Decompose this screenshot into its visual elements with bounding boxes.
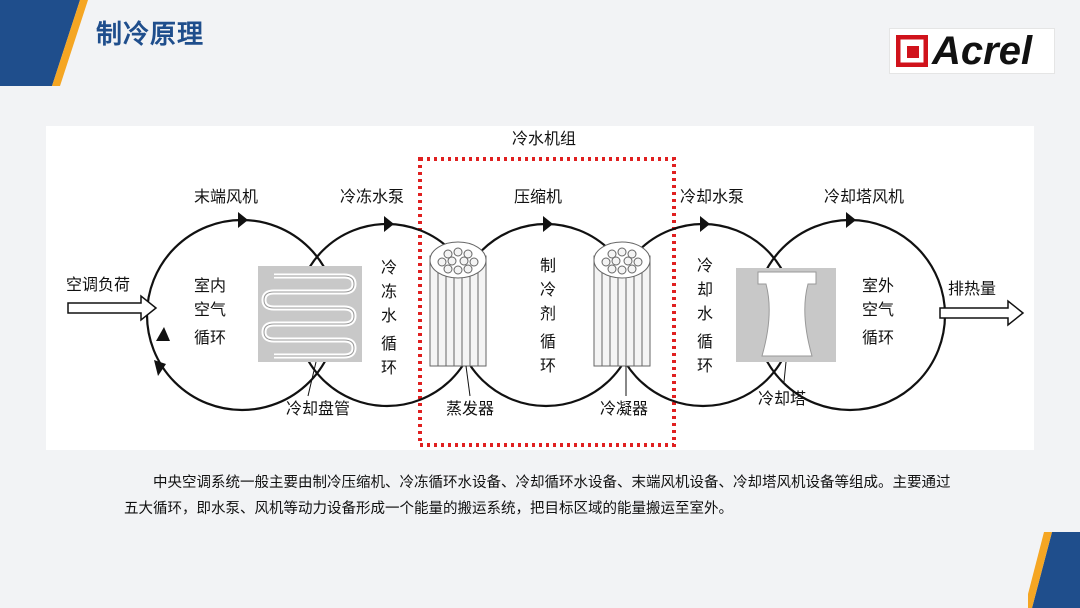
cooling-coil-label: 冷却盘管 xyxy=(286,399,351,418)
cooling-coil-box xyxy=(258,266,362,362)
condenser-bundle xyxy=(593,241,651,367)
outdoor-loop-label: 室外 空气 循环 xyxy=(862,276,895,347)
load-input-arrow xyxy=(67,294,158,322)
acrel-logo: Acrel xyxy=(890,29,1054,73)
indoor-loop-label: 室内 空气 循环 xyxy=(194,276,227,347)
cooling-tower-shape xyxy=(757,271,817,357)
chiller-unit-label: 冷水机组 xyxy=(512,129,577,148)
terminal-fan-label: 末端风机 xyxy=(194,187,259,206)
ac-load-label: 空调负荷 xyxy=(66,275,131,294)
cooling-pump-label: 冷却水泵 xyxy=(680,187,745,206)
chiller-unit-boundary xyxy=(418,157,676,447)
diagram-graphics xyxy=(67,157,1025,447)
corner-accent-bottom-right xyxy=(1028,532,1080,608)
condenser-label: 冷凝器 xyxy=(600,399,649,418)
compressor-label: 压缩机 xyxy=(514,187,563,206)
refrigeration-diagram: 冷水机组 末端风机 冷冻水泵 压缩机 冷却水泵 冷却塔风机 空调负荷 排热量 室… xyxy=(46,126,1034,450)
tower-fan-label: 冷却塔风机 xyxy=(824,187,905,206)
description-paragraph: 中央空调系统一般主要由制冷压缩机、冷冻循环水设备、冷却循环水设备、末端风机设备、… xyxy=(124,475,951,517)
evaporator-label: 蒸发器 xyxy=(446,399,495,418)
chilled-loop-label: 冷 冻 水 循 环 xyxy=(380,258,397,377)
evaporator-bundle xyxy=(429,241,487,367)
cooling-tower-label: 冷却塔 xyxy=(758,389,807,408)
chilled-pump-label: 冷冻水泵 xyxy=(340,187,405,206)
cooling-water-loop-label: 冷 却 水 循 环 xyxy=(696,256,713,375)
heat-output-label: 排热量 xyxy=(948,279,997,298)
heat-output-arrow xyxy=(939,299,1025,327)
logo-mark-icon xyxy=(896,35,928,67)
slide-title: 制冷原理 xyxy=(96,20,205,50)
logo-text: Acrel xyxy=(932,29,1033,73)
corner-accent-top-left xyxy=(0,0,88,86)
refrigerant-loop-label: 制 冷 剂 循 环 xyxy=(539,256,556,375)
